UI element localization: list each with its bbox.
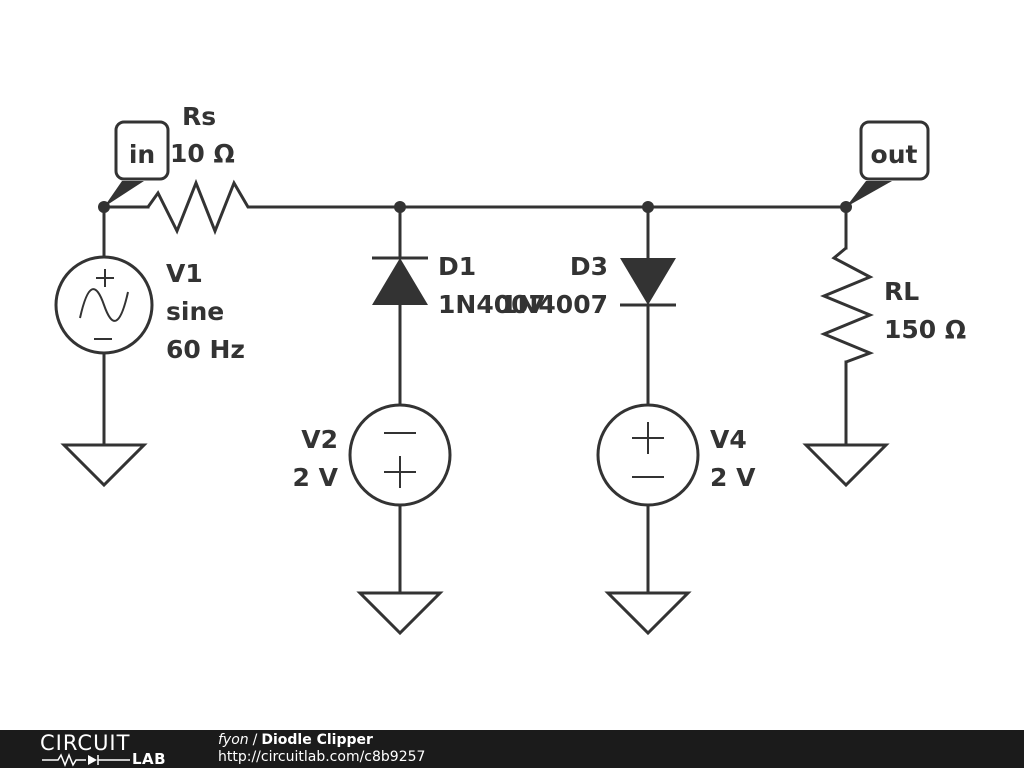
- ground-symbol: [802, 443, 890, 488]
- d3-name-label: D3: [570, 252, 608, 281]
- rl-value-label: 150 Ω: [884, 315, 966, 344]
- v2-value-label: 2 V: [293, 463, 339, 492]
- v1-type-label: sine: [166, 297, 224, 326]
- d1-part-label: 1N4007: [438, 290, 546, 319]
- footer-info: fyon/Diodle Clipper http://circuitlab.co…: [218, 732, 425, 766]
- circuitlab-logo[interactable]: CIRCUIT LAB: [40, 732, 180, 768]
- footer-bar: CIRCUIT LAB fyon/Diodle Clipper http://c…: [0, 730, 1024, 768]
- diode-d1[interactable]: [372, 256, 428, 305]
- v4-value-label: 2 V: [710, 463, 756, 492]
- logo-circuit-trace-icon: [42, 752, 130, 768]
- rs-name-label: Rs: [182, 102, 216, 131]
- author-link[interactable]: fyon: [218, 732, 249, 748]
- ground-symbol: [356, 591, 444, 636]
- ground-symbol: [604, 591, 692, 636]
- ground-symbol: [60, 443, 148, 488]
- rl-name-label: RL: [884, 277, 919, 306]
- d1-name-label: D1: [438, 252, 476, 281]
- separator: /: [252, 732, 258, 748]
- resistor-rs[interactable]: [146, 178, 260, 236]
- v1-name-label: V1: [166, 259, 203, 288]
- port-in-label: in: [129, 140, 155, 169]
- resistor-rl[interactable]: [820, 246, 875, 364]
- circuit-title[interactable]: Diodle Clipper: [261, 732, 373, 748]
- source-v2[interactable]: [348, 403, 452, 507]
- v4-name-label: V4: [710, 425, 747, 454]
- d3-part-label: 1N4007: [500, 290, 608, 319]
- port-out[interactable]: out: [846, 120, 930, 207]
- port-in[interactable]: in: [104, 120, 170, 207]
- logo-wordmark-top: CIRCUIT: [40, 731, 131, 755]
- v1-value-label: 60 Hz: [166, 335, 245, 364]
- source-v4[interactable]: [596, 403, 700, 507]
- port-out-label: out: [871, 140, 918, 169]
- v2-name-label: V2: [301, 425, 338, 454]
- circuit-url-link[interactable]: http://circuitlab.com/c8b9257: [218, 749, 426, 765]
- circuit-schematic: Rs 10 Ω in out V1 sine 60 Hz D1 1N4007: [54, 102, 966, 636]
- logo-wordmark-bottom: LAB: [132, 750, 167, 768]
- diode-d3[interactable]: [620, 258, 676, 307]
- source-v1[interactable]: [54, 255, 154, 355]
- rs-value-label: 10 Ω: [170, 139, 235, 168]
